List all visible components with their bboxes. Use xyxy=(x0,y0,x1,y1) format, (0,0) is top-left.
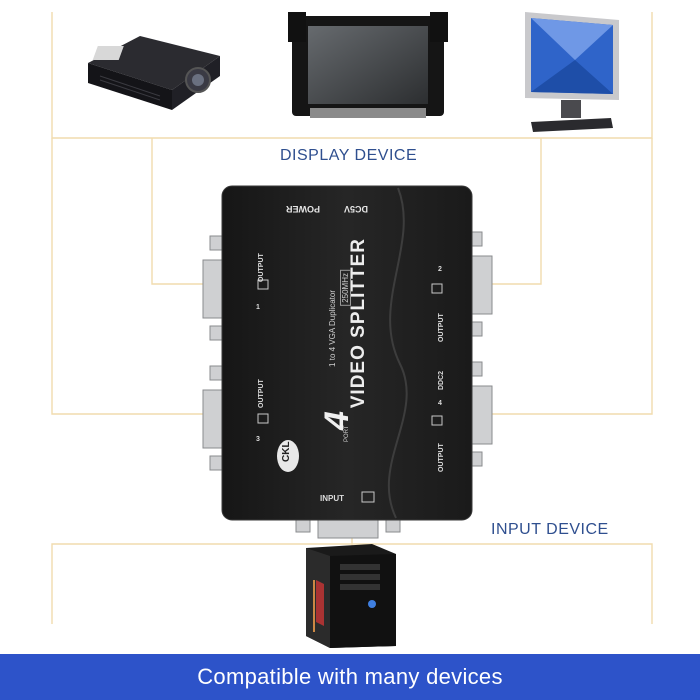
output-label-3: OUTPUT xyxy=(258,379,265,408)
tv-image xyxy=(288,12,448,118)
port-number-1: 1 xyxy=(256,304,260,311)
input-device-label: INPUT DEVICE xyxy=(491,521,609,538)
port-number-4: 4 xyxy=(438,400,442,407)
power-label: POWER xyxy=(285,204,320,214)
output-label-1: OUTPUT xyxy=(258,253,265,282)
dc-label: DC5V xyxy=(343,204,368,214)
display-device-label: DISPLAY DEVICE xyxy=(280,147,418,164)
projector-image xyxy=(88,36,220,110)
output-label-2: OUTPUT xyxy=(438,313,445,342)
input-port-label: INPUT xyxy=(320,494,344,503)
video-splitter-box xyxy=(221,185,473,521)
banner-text: Compatible with many devices xyxy=(197,664,503,689)
output-label-4: OUTPUT xyxy=(438,443,445,472)
monitor-image xyxy=(525,12,619,132)
device-subtitle: 1 to 4 VGA Duplicator xyxy=(328,290,337,367)
model-word: PORT xyxy=(344,425,350,442)
ddc-label: DDC2 xyxy=(438,370,445,390)
port-number-2: 2 xyxy=(438,266,442,273)
model-number: 4 xyxy=(318,411,356,430)
brand-logo: CKL xyxy=(281,441,292,462)
device-frequency: 250MHz xyxy=(340,270,351,306)
compatibility-banner: Compatible with many devices xyxy=(0,654,700,700)
port-number-3: 3 xyxy=(256,436,260,443)
pc-tower-image xyxy=(306,544,396,648)
